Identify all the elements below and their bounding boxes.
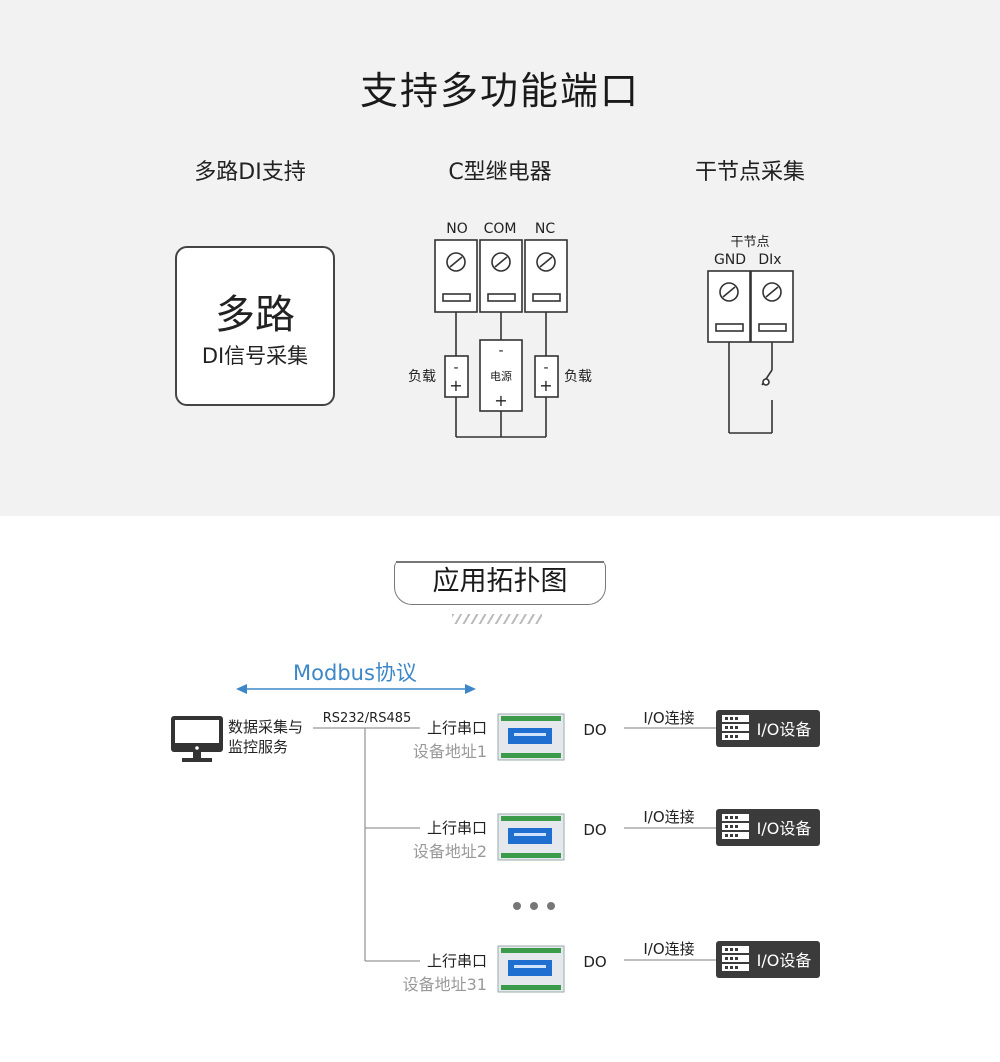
- dry-terminal-dix-label: DIx: [758, 252, 781, 268]
- io-device-box: I/O设备: [716, 809, 820, 846]
- dry-contact-caption: 干节点: [730, 235, 769, 250]
- di-column-title: 多路DI支持: [194, 160, 306, 185]
- di-box-small-text: DI信号采集: [201, 344, 309, 368]
- io-device-box: I/O设备: [716, 941, 820, 978]
- protocol-label: Modbus协议: [293, 661, 417, 685]
- power-minus: -: [498, 343, 503, 359]
- topology-diagram: Modbus协议 数据采集与 监控服务 RS232/RS485 上行串口 设备地…: [171, 661, 820, 994]
- load-left-label: 负载: [408, 369, 436, 385]
- device-address-label: 设备地址1: [413, 742, 487, 761]
- io-device-box: I/O设备: [716, 710, 820, 747]
- uplink-port-label: 上行串口: [427, 952, 487, 970]
- relay-screw-icons: [442, 252, 561, 302]
- bus-wiring: [313, 727, 420, 962]
- load-left-plus: +: [449, 376, 462, 395]
- io-device-label: I/O设备: [757, 951, 812, 970]
- dry-contact-column-title: 干节点采集: [694, 160, 805, 185]
- relay-and-dry-contact-diagram: NO COM NC - + - + - 电源 + 负载 负载 干节点 GND D…: [408, 221, 794, 438]
- do-label: DO: [583, 953, 606, 971]
- topology-title: 应用拓扑图: [394, 561, 606, 605]
- bus-label: RS232/RS485: [323, 711, 412, 726]
- relay-terminal-nc-label: NC: [535, 221, 555, 237]
- more-devices-ellipsis: [513, 902, 555, 910]
- relay-terminal-com-label: COM: [484, 221, 517, 237]
- io-device-label: I/O设备: [757, 720, 812, 739]
- relay-terminal-no-label: NO: [446, 221, 468, 237]
- dry-contact-terminal-block: [707, 270, 794, 343]
- io-link-label: I/O连接: [643, 709, 694, 727]
- device-row-1: 上行串口 设备地址1 DO I/O连接 I/O设备: [413, 709, 820, 761]
- uplink-port-label: 上行串口: [427, 819, 487, 837]
- host-label-line2: 监控服务: [228, 738, 288, 756]
- section-title: 支持多功能端口: [359, 69, 640, 113]
- io-module-icon: [497, 945, 565, 993]
- io-device-label: I/O设备: [757, 819, 812, 838]
- dry-terminal-gnd-label: GND: [714, 252, 746, 268]
- io-module-icon: [497, 813, 565, 861]
- power-plus: +: [494, 391, 507, 410]
- do-label: DO: [583, 721, 606, 739]
- power-label: 电源: [490, 369, 512, 383]
- io-link-label: I/O连接: [643, 940, 694, 958]
- computer-monitor-icon: [171, 716, 223, 762]
- load-right-minus: -: [543, 360, 548, 376]
- protocol-arrow: [236, 684, 476, 694]
- device-address-label: 设备地址2: [413, 842, 487, 861]
- dry-contact-wiring: [728, 342, 773, 434]
- do-label: DO: [583, 821, 606, 839]
- uplink-port-label: 上行串口: [427, 719, 487, 737]
- io-link-label: I/O连接: [643, 808, 694, 826]
- di-box-big-text: 多路: [215, 292, 295, 338]
- topology-title-topline: [396, 561, 604, 563]
- host-label-line1: 数据采集与: [228, 718, 303, 736]
- load-left-minus: -: [453, 360, 458, 376]
- device-row-3: 上行串口 设备地址31 DO I/O连接 I/O设备: [403, 940, 820, 994]
- relay-column-title: C型继电器: [448, 160, 552, 185]
- multi-di-box: 多路 DI信号采集: [175, 246, 335, 406]
- load-right-label: 负载: [564, 369, 592, 385]
- relay-wiring: [455, 312, 547, 438]
- load-right-plus: +: [539, 376, 552, 395]
- io-module-icon: [497, 713, 565, 761]
- decorative-hatch: [452, 614, 542, 624]
- device-row-2: 上行串口 设备地址2 DO I/O连接 I/O设备: [413, 808, 820, 861]
- relay-load-and-power-boxes: [444, 339, 559, 412]
- device-address-label: 设备地址31: [403, 975, 487, 994]
